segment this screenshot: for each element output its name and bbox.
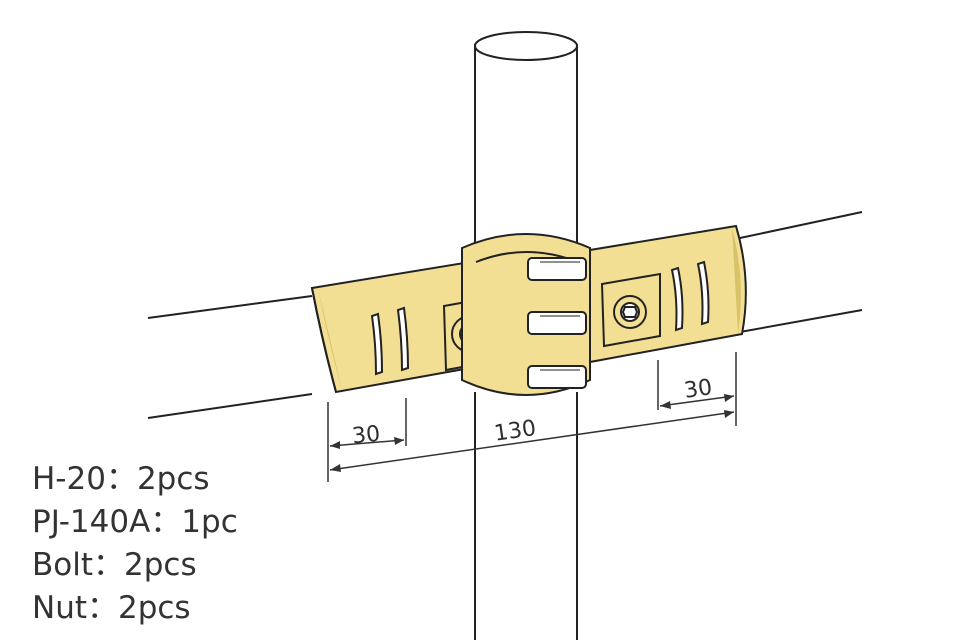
center-collar bbox=[461, 233, 591, 396]
right-clamp bbox=[589, 224, 747, 364]
parts-list: H-20：2pcs PJ-140A：1pc Bolt：2pcs Nut：2pcs bbox=[32, 458, 238, 630]
part-item-h20: H-20：2pcs bbox=[32, 461, 210, 497]
dimension-right-offset: 30 bbox=[683, 375, 714, 404]
dimension-lines bbox=[327, 352, 737, 482]
dimension-left-offset: 30 bbox=[351, 422, 381, 450]
dimension-total-length: 130 bbox=[493, 416, 538, 447]
part-item-bolt: Bolt：2pcs bbox=[32, 547, 197, 583]
part-item-nut: Nut：2pcs bbox=[32, 590, 191, 626]
part-item-pj140a: PJ-140A：1pc bbox=[32, 504, 238, 540]
horizontal-pipe bbox=[147, 211, 863, 419]
